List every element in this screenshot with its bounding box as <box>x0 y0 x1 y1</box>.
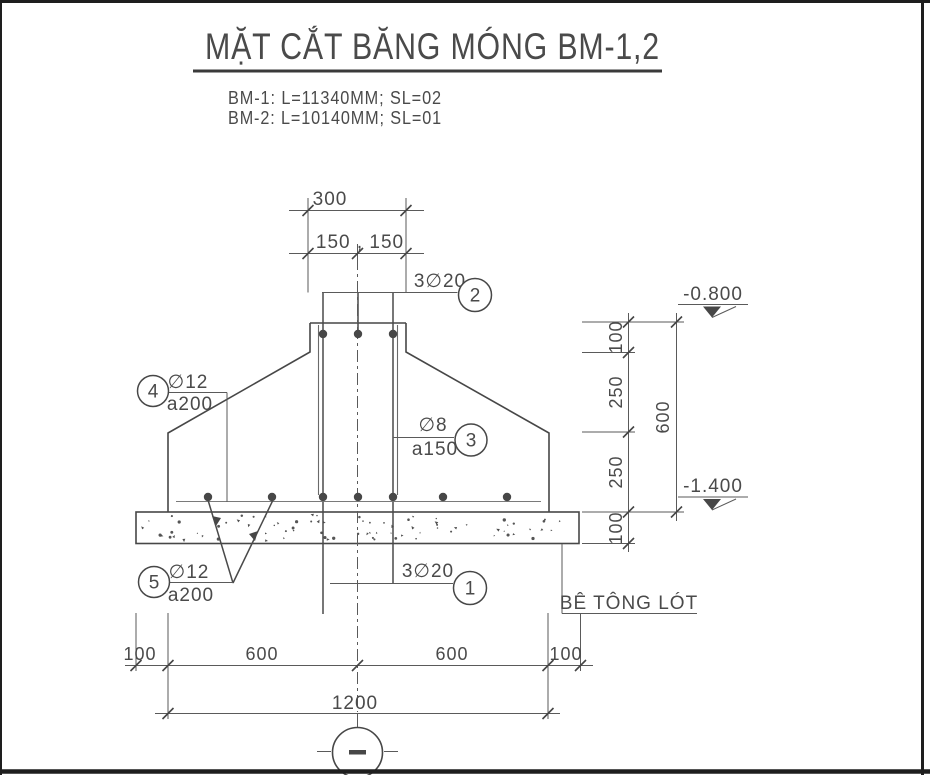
label-c5-spacing: a200 <box>168 585 214 606</box>
dim-bottom-100-left: 100 <box>123 644 156 664</box>
label-lean-concrete: BÊ TÔNG LÓT <box>560 592 698 614</box>
callout-num-4: 4 <box>148 382 159 403</box>
note-bm2: BM-2: L=10140MM; SL=01 <box>228 108 442 128</box>
label-c3-dia: ∅8 <box>418 415 447 436</box>
callout-num-2: 2 <box>470 286 481 307</box>
label-bottom-bars: 3∅20 <box>402 561 454 582</box>
level-value-bottom: -1.400 <box>683 476 743 497</box>
callout-circle-3 <box>454 423 488 457</box>
dim-right-250-upper: 250 <box>606 375 626 408</box>
dim-top-overall: 300 <box>313 189 348 210</box>
level-value-top: -0.800 <box>683 284 743 305</box>
dim-bottom-overall: 1200 <box>332 693 378 714</box>
dim-right-overall: 600 <box>653 400 673 433</box>
dim-bottom-600-left: 600 <box>245 644 278 664</box>
callout-circle-5 <box>137 565 171 599</box>
callout-circle-4 <box>136 374 170 408</box>
callout-circle-1 <box>452 570 488 606</box>
label-c4-dia: ∅12 <box>168 372 209 393</box>
callout-num-3: 3 <box>466 431 477 452</box>
note-bm1: BM-1: L=11340MM; SL=02 <box>228 88 442 108</box>
level-marker-bottom: -1.400 <box>678 476 748 511</box>
drawing-title: MẶT CẮT BĂNG MÓNG BM-1,2 <box>205 25 660 67</box>
level-marker-top: -0.800 <box>678 284 748 318</box>
arrowhead-left <box>212 516 221 526</box>
arrowhead-right <box>249 531 258 541</box>
axis-dash-mark <box>349 750 366 755</box>
right-extension-lines <box>582 321 684 544</box>
label-c5-dia: ∅12 <box>169 562 210 583</box>
callout-num-1: 1 <box>465 579 476 600</box>
dim-right-250-lower: 250 <box>606 455 626 488</box>
stirrup-lines <box>317 325 399 495</box>
callout-num-5: 5 <box>149 573 160 594</box>
axis-bubble <box>317 726 398 775</box>
concrete-speckles <box>141 513 561 543</box>
label-top-bars: 3∅20 <box>414 271 466 292</box>
dim-right-100-bottom: 100 <box>606 511 626 544</box>
leader-lean-concrete <box>561 544 697 614</box>
dim-bottom-600-right: 600 <box>435 644 468 664</box>
label-c4-spacing: a200 <box>167 394 213 415</box>
label-c3-spacing: a150 <box>412 439 458 460</box>
foundation-outline <box>167 322 550 512</box>
dim-right-100-top: 100 <box>606 320 626 353</box>
rebar-section-dots <box>203 329 512 502</box>
callout-circle-2 <box>457 277 493 313</box>
leader-callout-4 <box>168 392 228 502</box>
dim-bottom-100-right: 100 <box>549 644 582 664</box>
dim-top-split: 150 , 150 <box>316 232 404 253</box>
top-extension-lines <box>307 198 407 293</box>
dimension-ticks <box>129 204 683 720</box>
bent-bar-v-leader <box>207 499 274 584</box>
